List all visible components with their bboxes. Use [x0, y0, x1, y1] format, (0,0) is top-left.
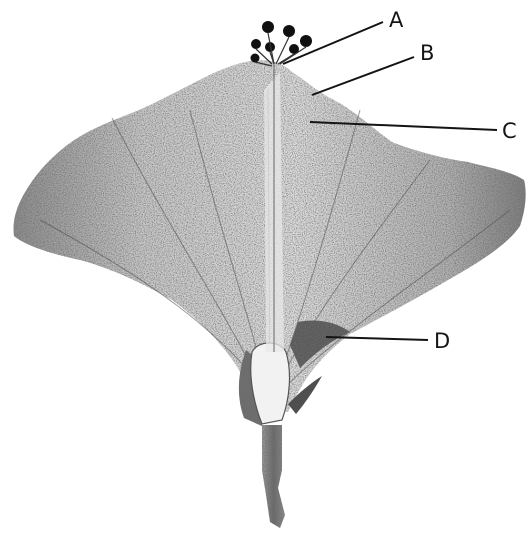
pedicel [262, 425, 285, 528]
stigma [251, 21, 313, 66]
leader-line-a [283, 22, 383, 64]
label-c: C [502, 119, 517, 143]
label-b: B [420, 41, 434, 65]
label-d: D [434, 329, 450, 353]
label-a: A [389, 8, 404, 32]
leader-line-b [312, 57, 414, 95]
